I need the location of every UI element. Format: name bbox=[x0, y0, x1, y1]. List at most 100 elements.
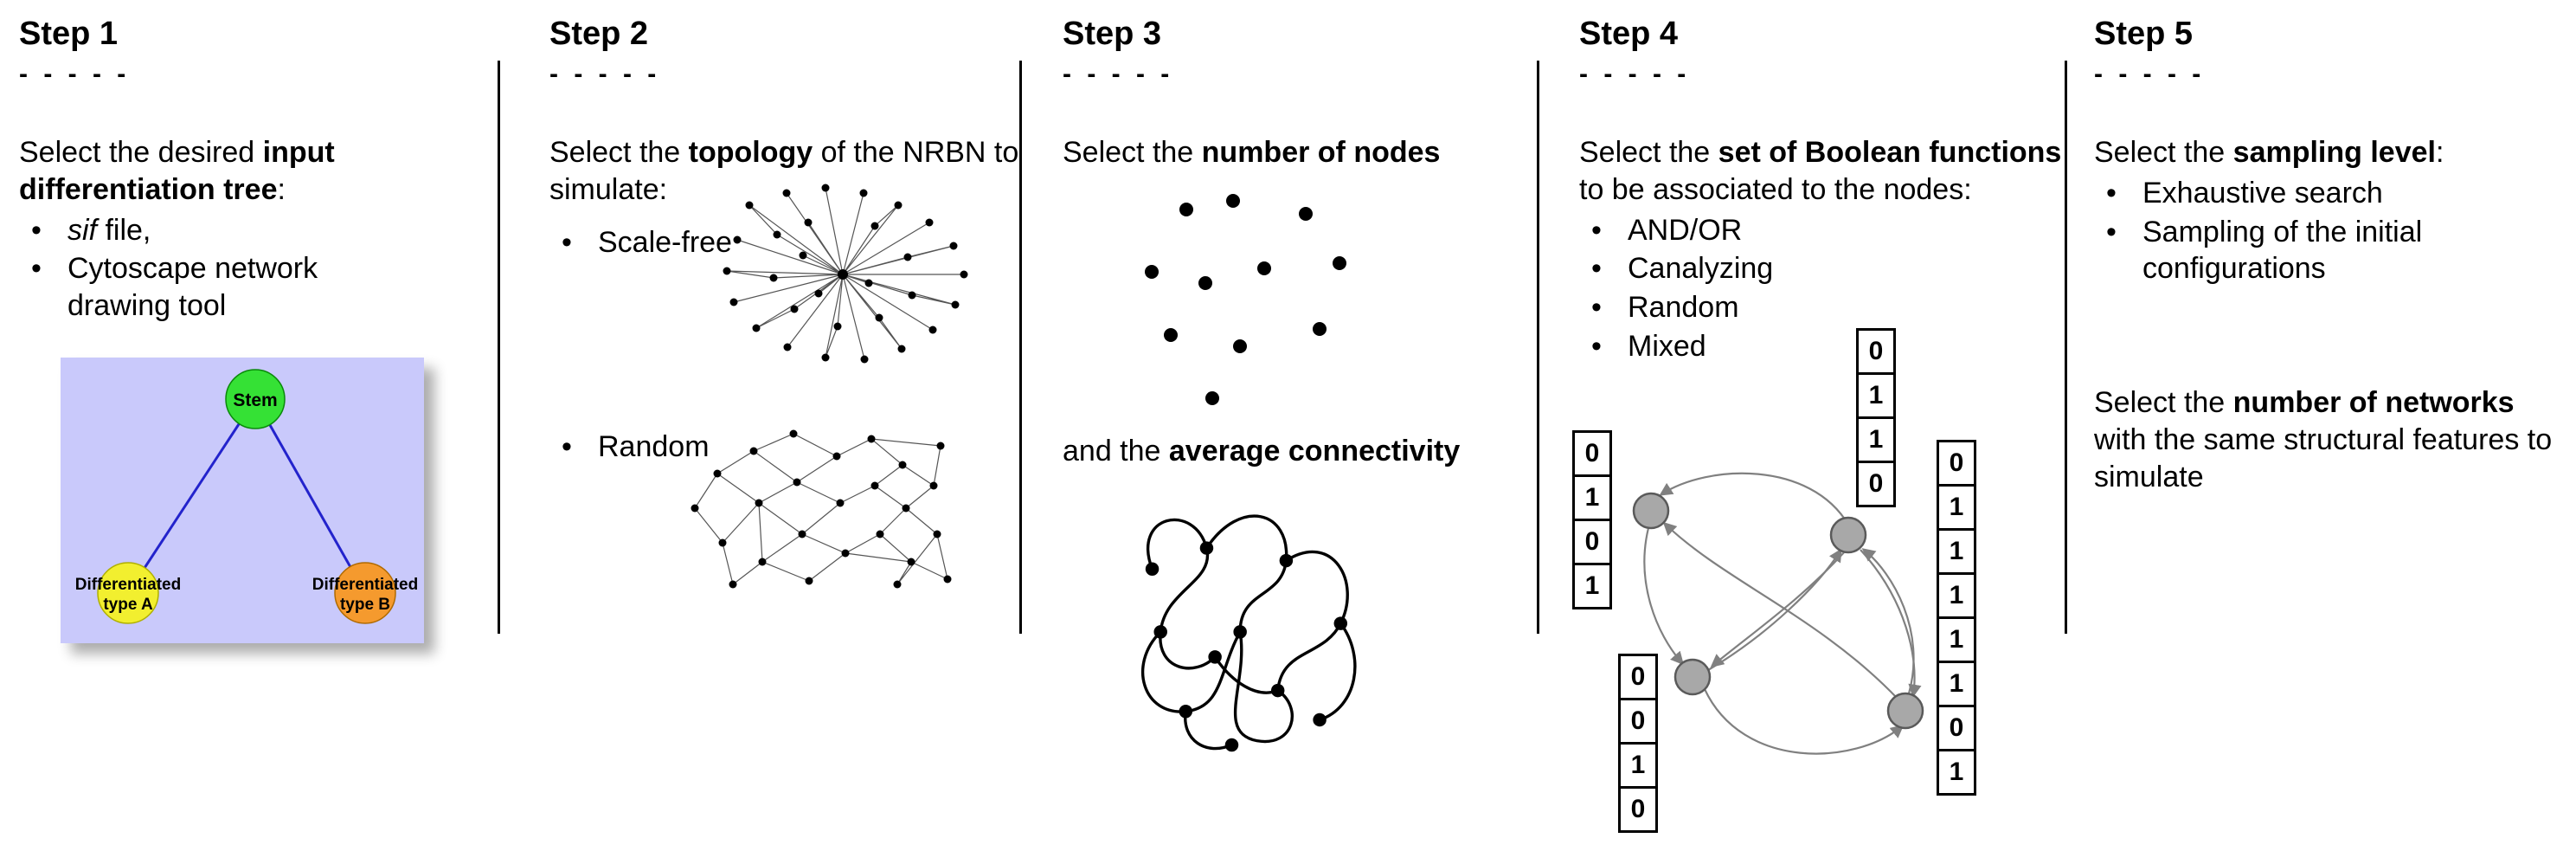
bullet-cytoscape: Cytoscape network drawing tool bbox=[19, 250, 391, 325]
differentiated-type-b-node bbox=[334, 562, 396, 624]
step-5-title: Step 5 bbox=[2094, 16, 2194, 52]
differentiation-tree-figure: Stem Differentiated type A Differentiate… bbox=[61, 358, 424, 644]
step-3-line1-bold: number of nodes bbox=[1201, 136, 1441, 169]
connectivity-nodes bbox=[1145, 540, 1348, 751]
step-1-bullet-list: sif file, Cytoscape network drawing tool bbox=[19, 212, 486, 325]
step-1-intro-bold: input differentiation tree bbox=[19, 136, 335, 206]
bullet-sif-file: sif file, bbox=[19, 212, 391, 249]
differentiated-type-a-node bbox=[97, 562, 159, 624]
bullet-scale-free: Scale-free bbox=[549, 226, 732, 260]
bullet-mixed: Mixed bbox=[1579, 328, 2064, 365]
bullet-canalyzing: Canalyzing bbox=[1579, 250, 2064, 287]
step-5-dashes: - - - - - bbox=[2094, 60, 2206, 88]
truth-table-cell: 1 bbox=[1618, 742, 1658, 789]
truth-table-cell: 1 bbox=[1856, 372, 1896, 419]
step-2-intro-bold: topology bbox=[688, 136, 813, 169]
scatter-dots bbox=[1145, 193, 1346, 405]
sif-italic: sif bbox=[67, 213, 97, 247]
step-3-column: Step 3 - - - - - Select the number of no… bbox=[1063, 16, 1547, 766]
type-a-label-line1: Differentiated bbox=[75, 576, 181, 594]
truth-table-cell: 0 bbox=[1618, 654, 1658, 700]
step-4-column: Step 4 - - - - - Select the set of Boole… bbox=[1572, 16, 2064, 833]
step-2-intro-post: of the NRBN to simulate: bbox=[549, 136, 1019, 206]
step-3-line1-pre: Select the bbox=[1063, 136, 1202, 169]
random-edges bbox=[694, 433, 948, 585]
step-4-title: Step 4 bbox=[1579, 16, 1679, 52]
random-network-figure bbox=[691, 429, 952, 589]
step-3-line1: Select the number of nodes bbox=[1063, 134, 1547, 171]
step-5-bullet-list: Exhaustive search Sampling of the initia… bbox=[2094, 175, 2566, 287]
step-3-title: Step 3 bbox=[1063, 16, 1162, 52]
step-2-title: Step 2 bbox=[549, 16, 649, 52]
scale-free-nodes bbox=[723, 184, 968, 364]
truth-table-cell: 1 bbox=[1572, 474, 1612, 521]
boolean-node bbox=[1829, 516, 1867, 554]
sif-rest: file, bbox=[97, 213, 151, 247]
step-3-line2-pre: and the bbox=[1063, 434, 1169, 467]
scale-free-network-figure bbox=[723, 184, 968, 364]
truth-table-cell: 0 bbox=[1618, 786, 1658, 833]
tree-edge-b bbox=[254, 398, 367, 594]
step-4-dashes: - - - - - bbox=[1579, 60, 1691, 88]
stem-node bbox=[225, 369, 286, 429]
truth-table-cell: 0 bbox=[1937, 440, 1976, 487]
truth-table-left: 0 1 0 1 bbox=[1572, 430, 1612, 609]
topology-figures: Scale-free Random bbox=[549, 184, 1021, 638]
step-5-para2-post: with the same structural features to sim… bbox=[2094, 423, 2553, 493]
column-divider bbox=[2065, 61, 2067, 634]
step-5-column: Step 5 - - - - - Select the sampling lev… bbox=[2094, 16, 2566, 496]
truth-table-cell: 1 bbox=[1937, 616, 1976, 663]
bullet-exhaustive-search: Exhaustive search bbox=[2094, 175, 2466, 212]
type-a-label-line2: type A bbox=[103, 596, 153, 614]
truth-table-top: 0 1 1 0 bbox=[1856, 328, 1896, 507]
connectivity-graph-figure bbox=[1140, 514, 1357, 751]
truth-table-bottom-left: 0 0 1 0 bbox=[1618, 654, 1658, 833]
bullet-and-or: AND/OR bbox=[1579, 212, 2064, 249]
step-1-title: Step 1 bbox=[19, 16, 119, 52]
differentiation-tree-svg: Stem Differentiated type A Differentiate… bbox=[61, 358, 424, 644]
bullet-sampling-initial-configurations: Sampling of the initial configurations bbox=[2094, 214, 2466, 288]
column-divider bbox=[1537, 61, 1539, 634]
type-b-label-line2: type B bbox=[340, 596, 390, 614]
regulation-arrows bbox=[1643, 472, 1922, 755]
step-5-intro: Select the sampling level: bbox=[2094, 134, 2566, 171]
boolean-node bbox=[1632, 492, 1670, 530]
boolean-network-svg bbox=[1632, 472, 1924, 755]
truth-table-cell: 0 bbox=[1572, 519, 1612, 565]
step-1-intro: Select the desired input differentiation… bbox=[19, 134, 486, 209]
truth-table-cell: 1 bbox=[1937, 661, 1976, 707]
random-label: Random bbox=[598, 429, 710, 463]
step-2-column: Step 2 - - - - - Select the topology of … bbox=[549, 16, 1021, 638]
bullet-random: Random bbox=[549, 430, 710, 464]
step-4-intro-pre: Select the bbox=[1579, 136, 1718, 169]
truth-table-cell: 0 bbox=[1572, 430, 1612, 477]
truth-table-cell: 1 bbox=[1937, 484, 1976, 531]
step-5-para2-pre: Select the bbox=[2094, 386, 2233, 420]
tree-edge-a bbox=[126, 398, 257, 594]
column-divider bbox=[498, 61, 500, 634]
node-scatter-figure bbox=[1145, 193, 1346, 405]
boolean-node bbox=[1886, 692, 1924, 730]
step-4-intro: Select the set of Boolean functions to b… bbox=[1579, 134, 2064, 209]
truth-table-cell: 1 bbox=[1856, 416, 1896, 463]
step-5-para2-bold: number of networks bbox=[2232, 386, 2515, 420]
truth-table-cell: 1 bbox=[1937, 749, 1976, 796]
step-5-intro-bold: sampling level bbox=[2232, 136, 2436, 169]
step-5-intro-pre: Select the bbox=[2094, 136, 2233, 169]
step-1-intro-post: : bbox=[277, 172, 286, 206]
step-2-dashes: - - - - - bbox=[549, 60, 661, 88]
step-4-bullet-list: AND/OR Canalyzing Random Mixed bbox=[1579, 212, 2064, 365]
boolean-network-figure: 0 1 0 1 0 1 1 0 0 0 1 0 0 1 1 1 1 1 0 1 bbox=[1559, 320, 1992, 864]
type-b-label-line1: Differentiated bbox=[312, 576, 418, 594]
truth-table-cell: 1 bbox=[1572, 563, 1612, 609]
truth-table-cell: 1 bbox=[1937, 528, 1976, 575]
step-3-line2-bold: average connectivity bbox=[1168, 434, 1461, 467]
scale-free-label: Scale-free bbox=[598, 225, 732, 259]
step-1-dashes: - - - - - bbox=[19, 60, 131, 88]
step-1-intro-pre: Select the desired bbox=[19, 136, 263, 169]
stem-label: Stem bbox=[233, 390, 277, 410]
column-divider bbox=[1019, 61, 1022, 634]
truth-table-right: 0 1 1 1 1 1 0 1 bbox=[1937, 440, 1976, 796]
random-nodes bbox=[691, 429, 952, 589]
step-5-networks-paragraph: Select the number of networks with the s… bbox=[2094, 384, 2553, 495]
